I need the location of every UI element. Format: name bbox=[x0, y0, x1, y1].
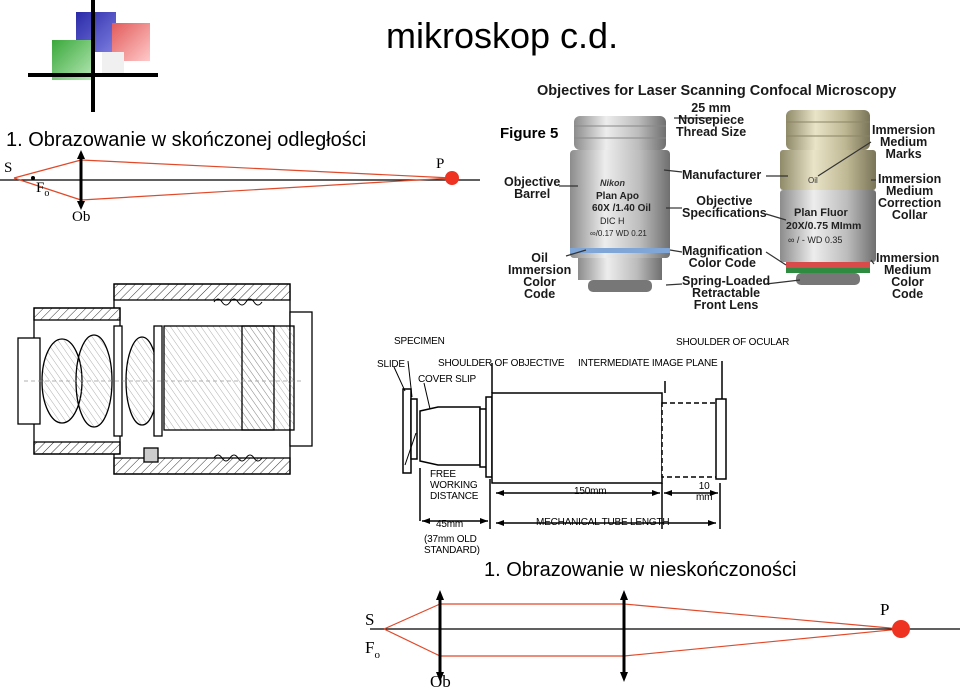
lens-arrow-top bbox=[77, 150, 85, 159]
callout-barrel: Objective Barrel bbox=[504, 175, 561, 201]
label-10mm: 10 mm bbox=[696, 481, 713, 503]
lens-arrow-top bbox=[436, 590, 444, 600]
left-spec: 60X /1.40 Oil bbox=[592, 203, 651, 214]
ray-lower-out bbox=[623, 628, 902, 657]
callout-nosepiece: 25 mm Noisepiece Thread Size bbox=[676, 101, 747, 139]
heading-finite: 1. Obrazowanie w skończonej odległości bbox=[6, 129, 367, 151]
callout-mag-code: Magnification Color Code bbox=[682, 244, 763, 270]
left-dic: DIC H bbox=[600, 216, 625, 226]
ray-upper-out bbox=[623, 603, 902, 630]
lens-arrow-bottom bbox=[436, 672, 444, 682]
logo bbox=[28, 0, 158, 112]
label-150mm: 150mm bbox=[574, 486, 607, 497]
callout-specs: Objective Specifications bbox=[682, 194, 767, 220]
callout-immersion-marks: Immersion Medium Marks bbox=[872, 123, 936, 161]
label-intermediate-plane: INTERMEDIATE IMAGE PLANE bbox=[578, 358, 718, 369]
tube-lens-arrow-top bbox=[620, 590, 628, 600]
label-shoulder-objective: SHOULDER OF OBJECTIVE bbox=[438, 358, 565, 369]
focus-label: Fo bbox=[36, 180, 50, 199]
source-label-infinite: S bbox=[365, 610, 375, 629]
objectives-drawing bbox=[559, 110, 876, 292]
finite-ray-diagram bbox=[0, 150, 480, 210]
image-point bbox=[445, 171, 459, 185]
right-spec: 20X/0.75 MImm bbox=[786, 220, 862, 232]
ray-upper bbox=[13, 159, 82, 179]
callout-manufacturer: Manufacturer bbox=[682, 168, 762, 182]
label-free-working: FREE WORKING DISTANCE bbox=[430, 469, 479, 502]
image-label-infinite: P bbox=[880, 600, 890, 619]
tube-lens-arrow-bottom bbox=[620, 672, 628, 682]
label-specimen: SPECIMEN bbox=[394, 336, 445, 347]
left-type: Plan Apo bbox=[596, 191, 639, 202]
focus-label-infinite: Fo bbox=[365, 638, 380, 661]
ray-lower-image bbox=[80, 177, 453, 201]
right-wd: ∞ / - WD 0.35 bbox=[788, 235, 843, 245]
source-label: S bbox=[4, 160, 13, 176]
callout-correction: Immersion Medium Correction Collar bbox=[878, 172, 942, 222]
callout-immersion-code: Immersion Medium Color Code bbox=[876, 251, 940, 301]
leader-lines bbox=[559, 117, 876, 286]
right-objective bbox=[780, 110, 876, 285]
photo-caption: Objectives for Laser Scanning Confocal M… bbox=[537, 83, 897, 99]
ray-lower-in bbox=[383, 628, 441, 657]
label-45mm: 45mm bbox=[436, 519, 463, 530]
label-slide: SLIDE bbox=[377, 359, 405, 370]
focus-subscript: o bbox=[44, 188, 50, 199]
objective-label: Ob bbox=[72, 209, 91, 225]
logo-horizontal-bar bbox=[28, 73, 158, 77]
logo-vertical-bar bbox=[91, 0, 95, 112]
tube-schematic: SPECIMEN SLIDE SHOULDER OF OBJECTIVE INT… bbox=[360, 333, 789, 561]
callout-oil-code: Oil Immersion Color Code bbox=[508, 251, 572, 301]
callout-spring: Spring-Loaded Retractable Front Lens bbox=[682, 274, 771, 312]
ray-lower bbox=[13, 177, 82, 201]
right-oil: Oil bbox=[808, 176, 818, 185]
left-wd: ∞/0.17 WD 0.21 bbox=[590, 229, 647, 238]
right-type: Plan Fluor bbox=[794, 207, 848, 219]
figure-label: Figure 5 bbox=[500, 125, 559, 142]
lens-arrow-bottom bbox=[77, 201, 85, 210]
focus-subscript-infinite: o bbox=[374, 649, 380, 661]
ray-upper-image bbox=[80, 159, 453, 179]
objective-label-infinite: Ob bbox=[430, 672, 451, 691]
image-point bbox=[892, 620, 910, 638]
left-objective bbox=[570, 116, 670, 292]
logo-white-square bbox=[102, 52, 124, 74]
ray-upper-in bbox=[383, 603, 441, 630]
label-old-standard: (37mm OLD STANDARD) bbox=[424, 534, 480, 556]
label-tube-length: MECHANICAL TUBE LENGTH bbox=[536, 517, 670, 528]
label-cover-slip: COVER SLIP bbox=[418, 374, 477, 385]
tube-drawing bbox=[393, 360, 727, 529]
image-label: P bbox=[436, 156, 445, 172]
objectives-photo: Objectives for Laser Scanning Confocal M… bbox=[496, 80, 952, 316]
heading-infinite: 1. Obrazowanie w nieskończoności bbox=[484, 559, 797, 581]
objective-cross-section bbox=[17, 283, 313, 475]
infinite-ray-diagram bbox=[370, 590, 960, 682]
left-brand: Nikon bbox=[600, 178, 626, 188]
focus-point bbox=[31, 176, 35, 180]
label-shoulder-ocular: SHOULDER OF OCULAR bbox=[676, 337, 790, 348]
slide-title: mikroskop c.d. bbox=[386, 15, 619, 56]
